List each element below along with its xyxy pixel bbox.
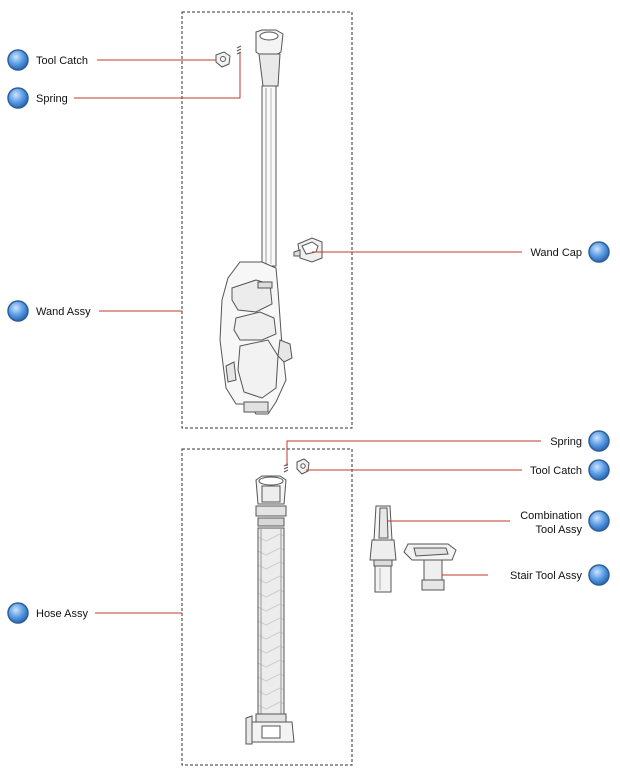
- callout-button-icon[interactable]: [588, 459, 610, 481]
- callout-button-icon[interactable]: [588, 510, 610, 532]
- stair-tool-part: [403, 543, 457, 591]
- tool-catch-top-part: [215, 51, 231, 68]
- wand-cap-part: [293, 237, 323, 263]
- hose-assy-label: Hose Assy: [36, 608, 88, 620]
- wand-assy-drawing: [219, 29, 293, 415]
- stair-tool-button[interactable]: [588, 564, 610, 586]
- wand-cap-label: Wand Cap: [530, 247, 582, 259]
- wand-cap-button[interactable]: [588, 241, 610, 263]
- tool-catch-bottom-button[interactable]: [588, 459, 610, 481]
- leader-spring-top: [74, 52, 241, 99]
- hose-group-box: [181, 448, 353, 766]
- combination-tool-label-line1: Combination: [520, 510, 582, 522]
- combination-tool-button[interactable]: [588, 510, 610, 532]
- leader-lines: [74, 52, 541, 614]
- callout-button-icon[interactable]: [7, 49, 29, 71]
- wand-group-box: [181, 11, 353, 429]
- hose-assy-button[interactable]: [7, 602, 29, 624]
- combination-tool-part: [369, 505, 397, 593]
- callout-button-icon[interactable]: [588, 241, 610, 263]
- spring-bottom-button[interactable]: [588, 430, 610, 452]
- tool-catch-top-button[interactable]: [7, 49, 29, 71]
- tool-catch-bottom-part: [296, 458, 310, 475]
- stair-tool-label: Stair Tool Assy: [510, 570, 582, 582]
- combination-tool-label-line2: Tool Assy: [536, 524, 583, 536]
- spring-top-label: Spring: [36, 93, 68, 105]
- spring-bottom-label: Spring: [550, 436, 582, 448]
- tool-catch-top-label: Tool Catch: [36, 55, 88, 67]
- spring-top-button[interactable]: [7, 87, 29, 109]
- callout-button-icon[interactable]: [7, 87, 29, 109]
- callout-button-icon[interactable]: [588, 430, 610, 452]
- leader-spring-bottom: [286, 440, 541, 466]
- hose-assy-drawing: [245, 475, 295, 745]
- callout-button-icon[interactable]: [7, 602, 29, 624]
- callout-button-icon[interactable]: [7, 300, 29, 322]
- tool-catch-bottom-label: Tool Catch: [530, 465, 582, 477]
- wand-assy-button[interactable]: [7, 300, 29, 322]
- callout-button-icon[interactable]: [588, 564, 610, 586]
- wand-assy-label: Wand Assy: [36, 306, 91, 318]
